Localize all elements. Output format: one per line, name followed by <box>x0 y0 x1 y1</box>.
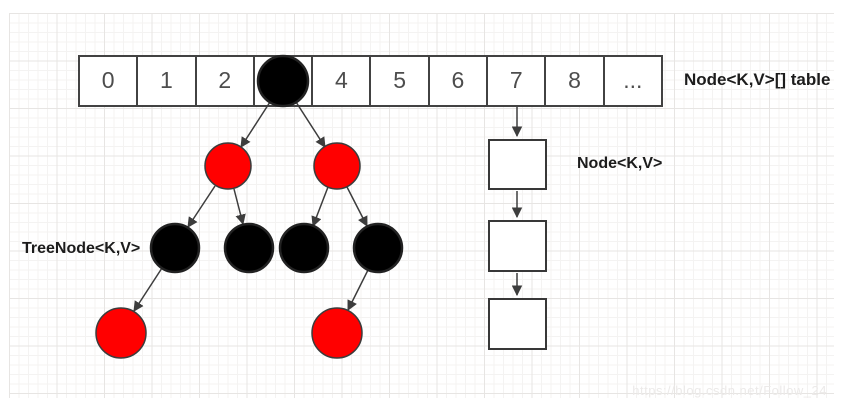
table-array-label: Node<K,V>[] table <box>684 70 831 89</box>
array-cell-1: 1 <box>138 57 197 105</box>
tree-node-label: TreeNode<K,V> <box>22 240 141 257</box>
array-cell-ellipsis: ... <box>623 67 643 93</box>
list-node-3 <box>488 298 547 350</box>
list-node-label: Node<K,V> <box>577 155 663 172</box>
array-cell-6: 6 <box>430 57 489 105</box>
array-cell-5: 5 <box>371 57 430 105</box>
watermark-text: https://blog.csdn.net/Follow_24 <box>632 383 827 398</box>
array-cell-8: 8 <box>546 57 605 105</box>
array-cell-7: 7 <box>488 57 547 105</box>
array-cell-0: 0 <box>80 57 139 105</box>
list-node-1 <box>488 139 547 190</box>
array-cell-2: 2 <box>197 57 255 105</box>
array-cell-3 <box>255 57 314 105</box>
hash-table-array: 0 1 2 4 5 6 7 8 ... <box>78 55 663 107</box>
list-node-2 <box>488 220 547 272</box>
array-cell-4: 4 <box>313 57 372 105</box>
